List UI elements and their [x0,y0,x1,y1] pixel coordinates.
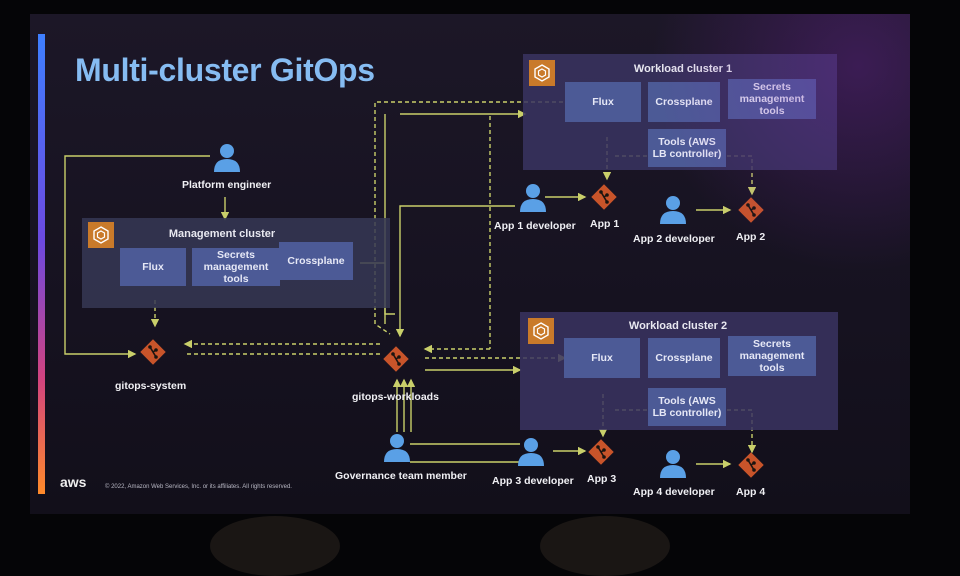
workload-cluster-1: Workload cluster 1 Flux Crossplane Secre… [523,54,837,170]
app2-developer-label: App 2 developer [633,233,715,245]
management-crossplane: Crossplane [279,242,353,280]
eks-icon [88,222,114,248]
wc2-crossplane: Crossplane [648,338,720,378]
projector-screen: Multi-cluster GitOps [30,14,910,514]
audience-head [210,516,340,576]
wc1-tools: Tools (AWS LB controller) [648,129,726,167]
governance-label: Governance team member [335,470,467,482]
accent-stripe [38,34,45,494]
slide-title: Multi-cluster GitOps [75,52,375,88]
management-cluster: Management cluster Flux Secrets manageme… [82,218,390,308]
git-icon [140,339,166,365]
wc1-flux: Flux [565,82,641,122]
workload-cluster-1-title: Workload cluster 1 [633,63,733,75]
eks-icon [528,318,554,344]
app3-developer-icon [518,438,544,466]
copyright: © 2022, Amazon Web Services, Inc. or its… [105,484,292,490]
aws-logo: aws [60,474,87,490]
workload-cluster-2: Workload cluster 2 Flux Crossplane Secre… [520,312,838,430]
management-secrets-tools: Secrets management tools [192,248,280,286]
app3-developer-label: App 3 developer [492,475,574,487]
git-icon [738,452,764,478]
git-icon [588,439,614,465]
app2-developer-icon [660,196,686,224]
eks-icon [529,60,555,86]
app3-repo-label: App 3 [587,473,617,485]
app2-repo-label: App 2 [736,231,766,243]
governance-icon [384,434,410,462]
gitops-system-label: gitops-system [115,380,187,392]
management-flux: Flux [120,248,186,286]
audience-head [540,516,670,576]
wc2-secrets-tools: Secrets management tools [728,336,816,376]
git-icon [738,197,764,223]
wc2-flux: Flux [564,338,640,378]
gitops-workloads-label: gitops-workloads [352,391,439,403]
git-icon [591,184,617,210]
app4-developer-label: App 4 developer [633,486,715,498]
git-icon [383,346,409,372]
platform-engineer-icon [214,144,240,172]
app1-developer-icon [520,184,546,212]
app4-repo-label: App 4 [736,486,766,498]
wc1-secrets-tools: Secrets management tools [728,79,816,119]
app4-developer-icon [660,450,686,478]
platform-engineer-label: Platform engineer [182,179,272,191]
app1-developer-label: App 1 developer [494,220,576,232]
workload-cluster-2-title: Workload cluster 2 [628,320,728,332]
app1-repo-label: App 1 [590,218,620,230]
management-cluster-title: Management cluster [168,228,276,240]
wc2-tools: Tools (AWS LB controller) [648,388,726,426]
wc1-crossplane: Crossplane [648,82,720,122]
